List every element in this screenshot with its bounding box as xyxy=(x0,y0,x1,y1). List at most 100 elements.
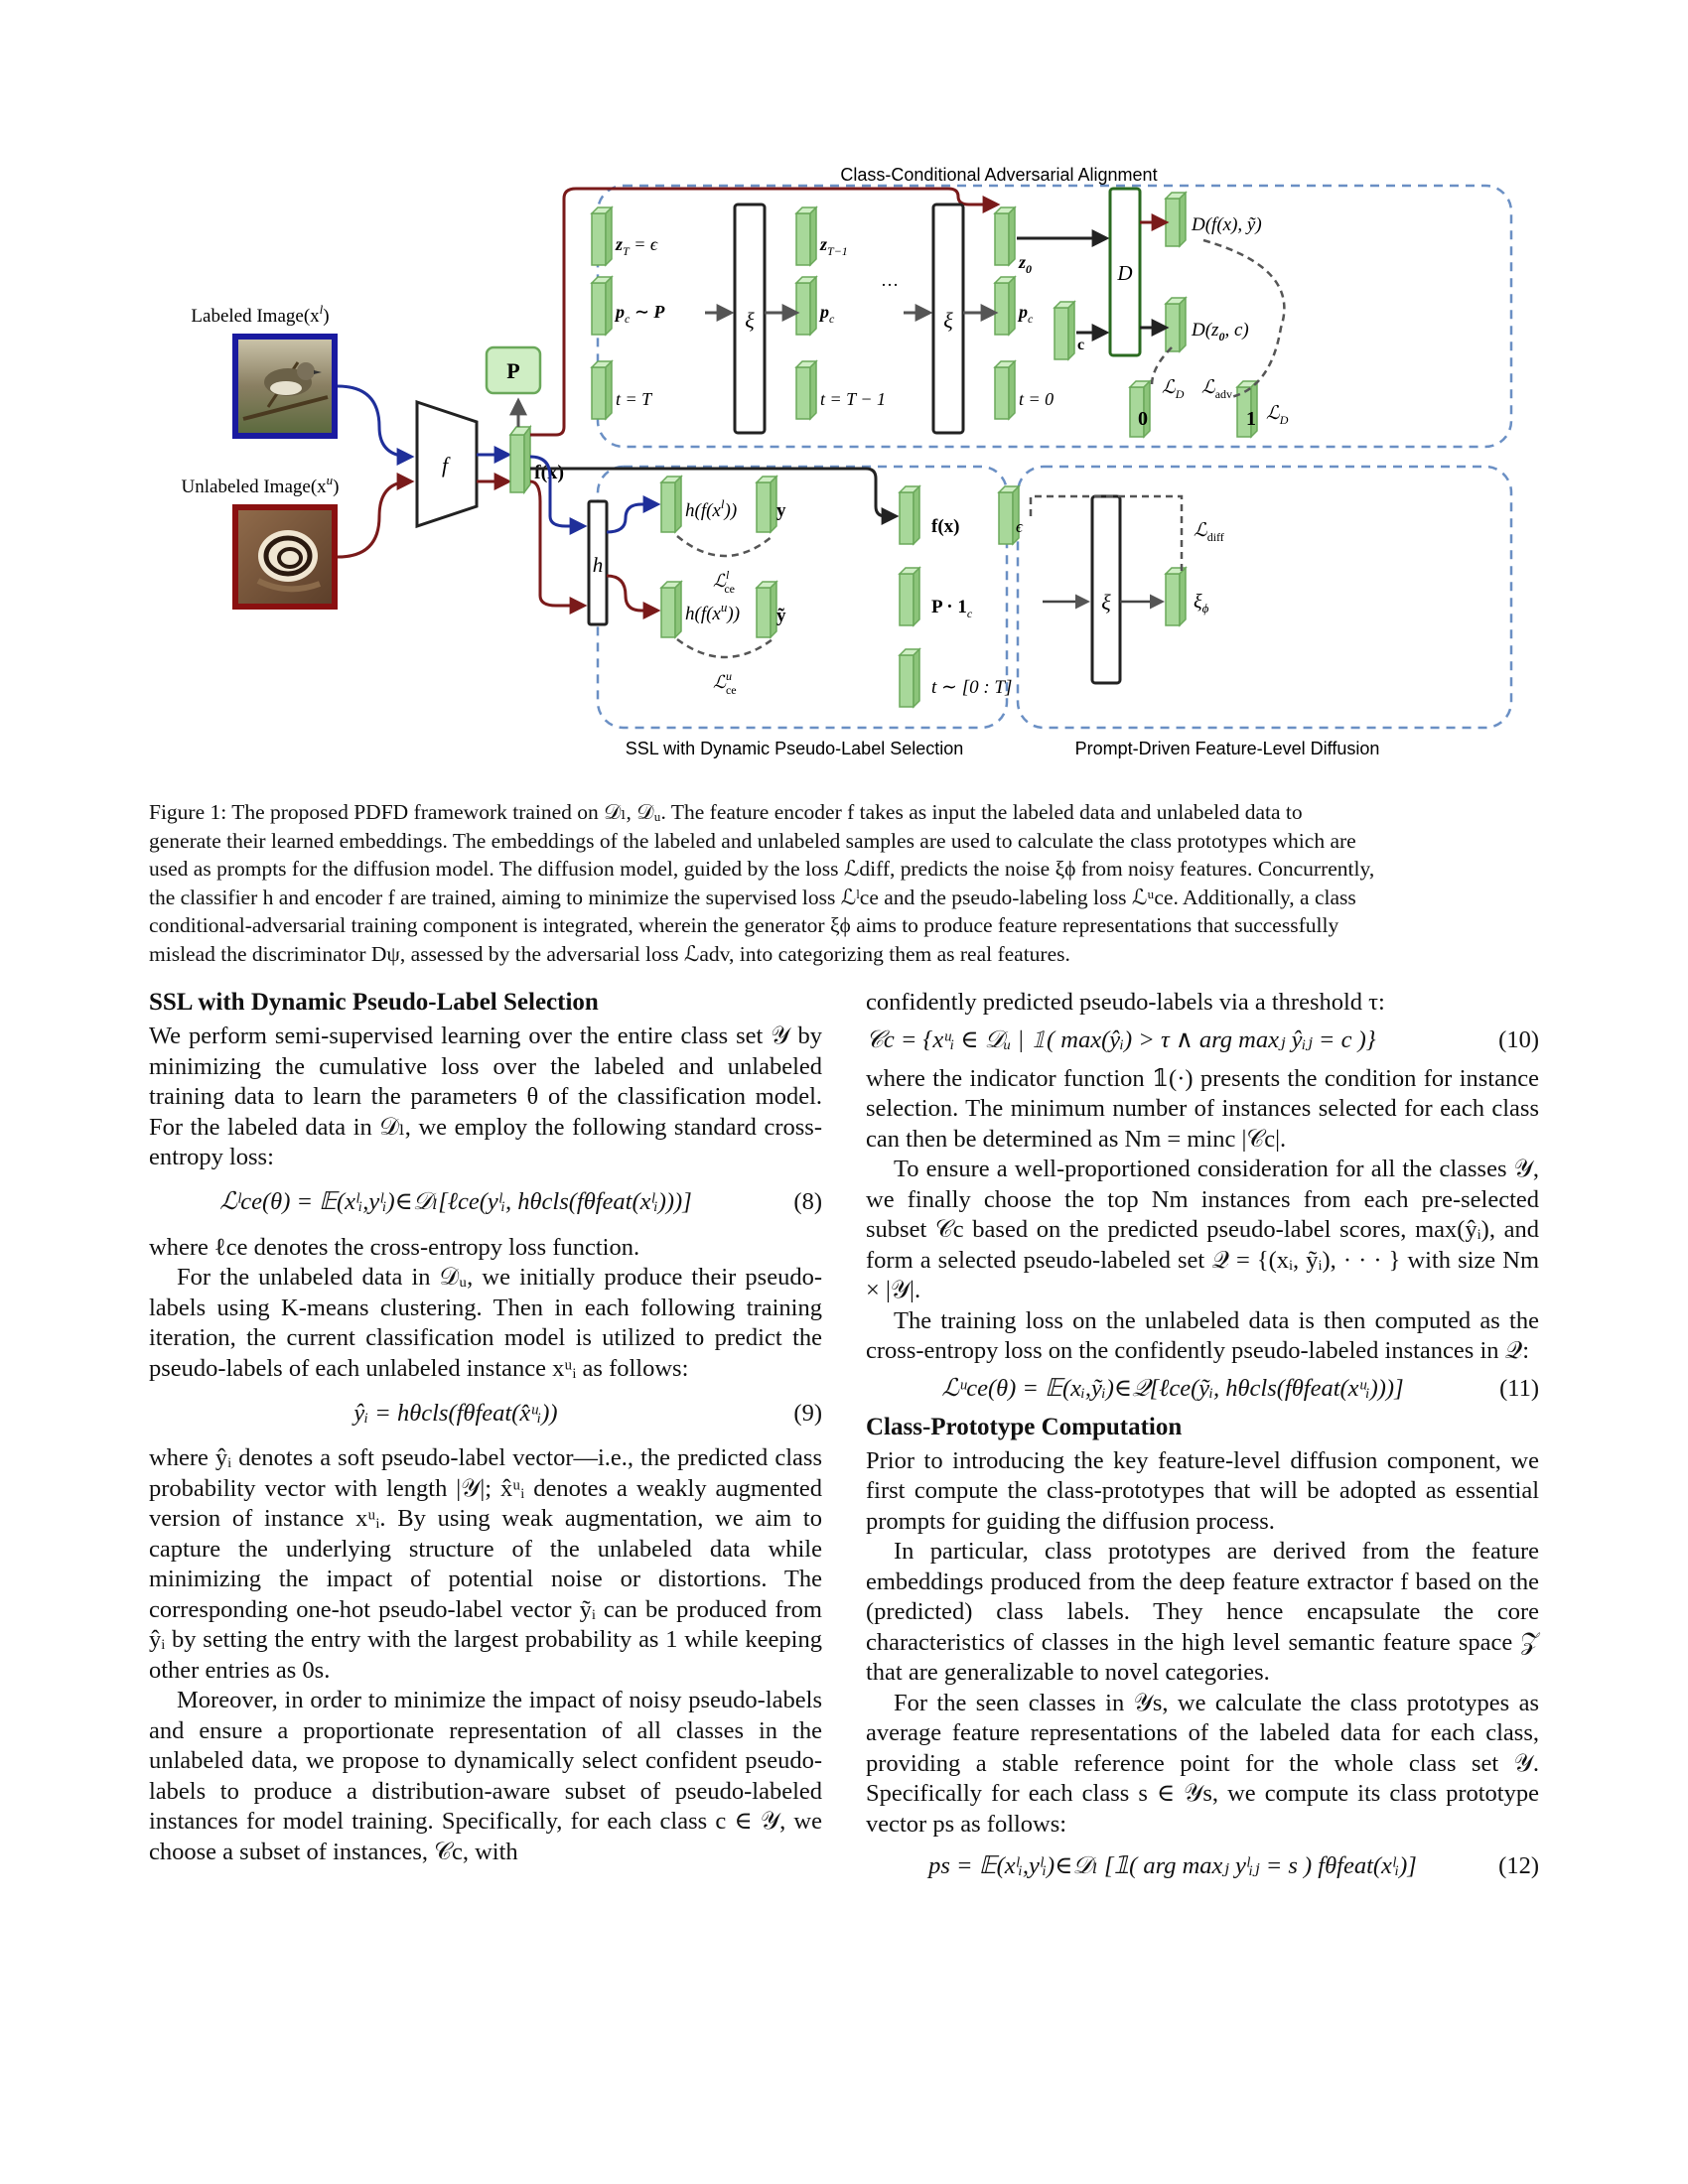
feature-cube xyxy=(590,275,614,337)
feature-cube xyxy=(794,359,818,421)
output-cube xyxy=(659,475,683,534)
pc-sample-label: pc ∼ P xyxy=(614,302,665,326)
paragraph: Moreover, in order to minimize the impac… xyxy=(149,1687,822,1865)
zT1-label: zT−1 xyxy=(819,234,848,258)
paragraph: The training loss on the unlabeled data … xyxy=(866,1306,1539,1365)
paragraph: For the seen classes in 𝒴s, we calculate… xyxy=(866,1689,1539,1838)
equation-8-body: ℒˡce(θ) = 𝔼(xˡᵢ,yˡᵢ)∈𝒟ₗ[ℓce(yˡᵢ, hθcls(f… xyxy=(219,1188,692,1216)
zero-label: 0 xyxy=(1138,408,1148,430)
pc-label-2: pc xyxy=(1017,302,1034,326)
t-range-label: t ∼ [0 : T] xyxy=(931,677,1012,698)
output-cube xyxy=(659,580,683,639)
paragraph: To ensure a well-proportioned considerat… xyxy=(866,1156,1539,1303)
y-tilde-label: ỹ xyxy=(776,606,786,626)
output-cube xyxy=(1164,566,1188,627)
t0-label: t = 0 xyxy=(1019,389,1054,409)
unlabeled-image xyxy=(232,504,338,610)
loss-adv-label: ℒadv xyxy=(1201,377,1232,401)
paragraph: where ℓce denotes the cross-entropy loss… xyxy=(149,1233,640,1261)
caption-line: conditional-adversarial training compone… xyxy=(149,913,1339,937)
equation-12: ps = 𝔼(xˡᵢ,yˡᵢ)∈𝒟ₗ [𝟙( arg maxⱼ yˡᵢⱼ = s… xyxy=(866,1840,1539,1893)
adversarial-section-box xyxy=(596,184,1513,449)
paragraph: confidently predicted pseudo-labels via … xyxy=(866,989,1385,1016)
denoiser-label-2: ξ xyxy=(943,308,953,333)
pc-label-1: pc xyxy=(818,302,835,326)
right-column: confidently predicted pseudo-labels via … xyxy=(866,988,1539,1893)
equation-11: ℒᵘce(θ) = 𝔼(xᵢ,ỹᵢ)∈𝒬[ℓce(ỹᵢ, hθcls(fθfea… xyxy=(866,1367,1539,1413)
paragraph: In particular, class prototypes are deri… xyxy=(866,1538,1539,1686)
section-heading-prototype: Class-Prototype Computation xyxy=(866,1413,1183,1440)
unlabeled-image-label: Unlabeled Image(xu) xyxy=(182,473,340,497)
classifier-label: h xyxy=(593,553,604,577)
feature-cube xyxy=(993,205,1017,267)
caption-line: mislead the discriminator Dψ, assessed b… xyxy=(149,941,1070,966)
output-cube xyxy=(1164,296,1188,353)
equation-8: ℒˡce(θ) = 𝔼(xˡᵢ,yˡᵢ)∈𝒟ₗ[ℓce(yˡᵢ, hθcls(f… xyxy=(149,1173,822,1233)
loss-D-label-2: ℒD xyxy=(1266,403,1289,427)
equation-11-body: ℒᵘce(θ) = 𝔼(xᵢ,ỹᵢ)∈𝒬[ℓce(ỹᵢ, hθcls(fθfea… xyxy=(941,1375,1404,1403)
label-cube xyxy=(1128,379,1152,439)
equation-10-number: (10) xyxy=(1498,1026,1539,1054)
paragraph: We perform semi-supervised learning over… xyxy=(149,1023,822,1170)
z0-label: z0 xyxy=(1018,252,1032,276)
prototype-block xyxy=(485,345,542,395)
loss-diff-label: ℒdiff xyxy=(1194,520,1224,544)
caption-line: the classifier h and encoder f are train… xyxy=(149,885,1356,909)
equation-8-number: (8) xyxy=(793,1188,822,1216)
y-label: y xyxy=(776,500,786,521)
left-column: SSL with Dynamic Pseudo-Label Selection … xyxy=(149,988,822,1867)
equation-10: 𝒞c = {xᵘᵢ ∈ 𝒟ᵤ | 𝟙( max(ŷᵢ) > τ ∧ arg ma… xyxy=(866,1019,1539,1064)
denoiser-label-1: ξ xyxy=(745,308,755,333)
output-cube xyxy=(755,475,778,534)
condition-cube xyxy=(1053,300,1076,361)
feature-cube xyxy=(590,205,614,267)
caption-line: generate their learned embeddings. The e… xyxy=(149,828,1356,853)
equation-12-body: ps = 𝔼(xˡᵢ,yˡᵢ)∈𝒟ₗ [𝟙( arg maxⱼ yˡᵢⱼ = s… xyxy=(928,1851,1417,1879)
diff-fx-label: f(x) xyxy=(931,516,959,537)
encoder-block xyxy=(415,399,479,529)
loss-D-label-1: ℒD xyxy=(1162,377,1185,401)
xi-phi-label: ξϕ xyxy=(1194,591,1209,615)
equation-11-number: (11) xyxy=(1499,1375,1539,1403)
feature-cube xyxy=(993,275,1017,337)
h-fxl-label: h(f(xl)) xyxy=(685,496,737,521)
feature-block xyxy=(508,424,532,495)
labeled-image xyxy=(232,334,338,439)
ssl-title: SSL with Dynamic Pseudo-Label Selection xyxy=(626,739,964,758)
discriminator-label: D xyxy=(1116,261,1132,285)
encoder-label: f xyxy=(442,453,451,478)
feature-cube xyxy=(993,359,1017,421)
paragraph: For the unlabeled data in 𝒟ᵤ, we initial… xyxy=(149,1264,822,1382)
diffusion-denoiser-label: ξ xyxy=(1101,590,1111,614)
denoiser-block-1 xyxy=(733,203,767,435)
diffusion-title: Prompt-Driven Feature-Level Diffusion xyxy=(1075,739,1380,758)
caption-line: used as prompts for the diffusion model.… xyxy=(149,857,1375,881)
eps-label: ϵ xyxy=(1016,517,1024,536)
equation-12-number: (12) xyxy=(1498,1851,1539,1879)
denoiser-block-2 xyxy=(931,203,965,435)
prompt-cube xyxy=(898,566,921,627)
c-label: c xyxy=(1077,337,1084,353)
feature-cube xyxy=(590,359,614,421)
equation-10-body: 𝒞c = {xᵘᵢ ∈ 𝒟ᵤ | 𝟙( max(ŷᵢ) > τ ∧ arg ma… xyxy=(866,1026,1376,1054)
labeled-image-label: Labeled Image(xl) xyxy=(191,302,329,327)
caption-line: Figure 1: The proposed PDFD framework tr… xyxy=(149,800,1303,824)
paragraph: where ŷᵢ denotes a soft pseudo-label vec… xyxy=(149,1444,822,1684)
classifier-block xyxy=(587,499,609,626)
discriminator-block xyxy=(1108,187,1142,357)
h-fxu-label: h(f(xu)) xyxy=(685,600,740,624)
zT-label: zT = ϵ xyxy=(615,234,658,258)
time-cube xyxy=(898,647,921,709)
prototype-label: P xyxy=(506,358,519,383)
adversarial-title: Class-Conditional Adversarial Alignment xyxy=(840,165,1157,185)
tT1-label: t = T − 1 xyxy=(820,389,886,409)
feature-cube xyxy=(794,275,818,337)
section-heading-ssl: SSL with Dynamic Pseudo-Label Selection xyxy=(149,989,599,1016)
diffusion-section-box xyxy=(1016,465,1513,730)
paragraph: Prior to introducing the key feature-lev… xyxy=(866,1446,1539,1535)
equation-9-body: ŷᵢ = hθcls(fθfeat(x̂ᵘᵢ)) xyxy=(353,1399,558,1427)
framework-figure: Class-Conditional Adversarial Alignment … xyxy=(182,165,1513,758)
paragraph: where the indicator function 𝟙(·) presen… xyxy=(866,1064,1539,1153)
